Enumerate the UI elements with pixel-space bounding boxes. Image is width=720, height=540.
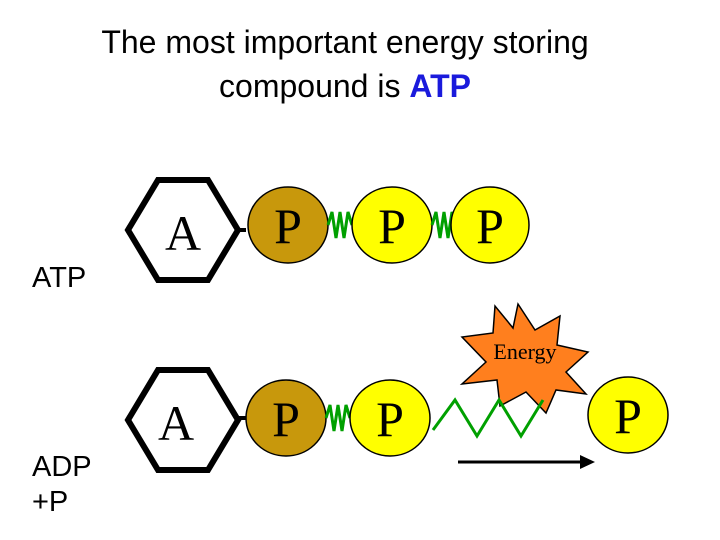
title-line-2-prefix: compound is <box>219 68 410 104</box>
energy-label: Energy <box>493 339 556 364</box>
slide-title: The most important energy storing compou… <box>0 20 690 108</box>
phosphate-1-letter-adp: P <box>272 391 300 447</box>
atp-label: ATP <box>32 262 87 294</box>
adenine-letter-atp: A <box>165 205 201 261</box>
broken-bond-zigzag <box>431 397 545 439</box>
phosphate-2-letter-adp: P <box>376 391 404 447</box>
high-energy-bond-2-atp <box>430 211 458 239</box>
free-phosphate <box>587 376 669 454</box>
adenine-hexagon-adp <box>124 367 242 473</box>
title-line-2: compound is ATP <box>0 64 690 108</box>
release-arrowhead <box>580 455 595 469</box>
phosphate-2-letter-atp: P <box>378 198 406 254</box>
phosphate-2-adp <box>349 379 431 457</box>
free-phosphate-letter: P <box>614 388 642 444</box>
phosphate-3-letter-atp: P <box>476 198 504 254</box>
title-atp-highlight: ATP <box>409 68 471 104</box>
plus-p-label: +P <box>32 486 69 518</box>
adp-label: ADP <box>32 451 92 483</box>
high-energy-bond-adp <box>324 404 352 432</box>
adenine-letter-adp: A <box>158 395 194 451</box>
high-energy-bond-1-atp <box>326 211 354 239</box>
phosphate-3-atp <box>450 186 530 264</box>
title-line-1: The most important energy storing <box>101 24 589 60</box>
phosphate-1-letter-atp: P <box>274 198 302 254</box>
energy-burst <box>459 302 590 415</box>
adenine-hexagon-atp <box>124 177 242 283</box>
